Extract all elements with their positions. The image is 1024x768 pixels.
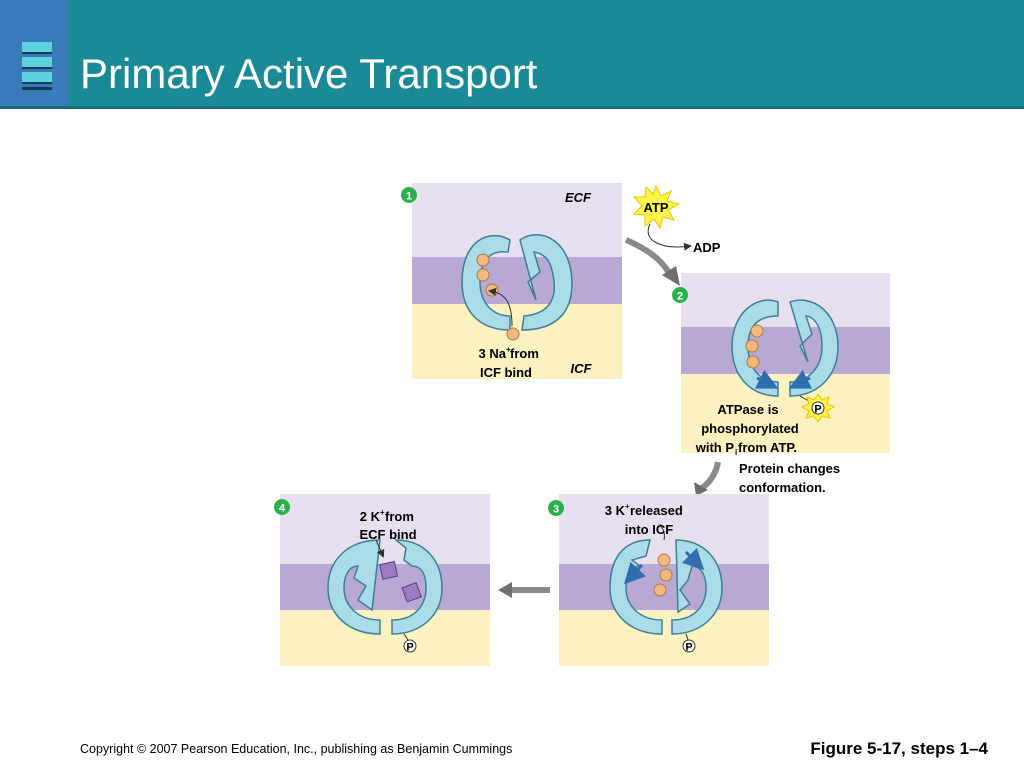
step-1-panel xyxy=(412,183,622,379)
step-2-note-b: conformation. xyxy=(739,480,826,495)
step-2-caption-b: phosphorylated xyxy=(701,421,799,436)
step-3-caption-sup: + xyxy=(625,502,630,511)
potassium-ion xyxy=(379,560,399,580)
phosphate-burst-icon: P xyxy=(800,393,836,423)
step-2-panel xyxy=(681,273,890,453)
sodium-ion xyxy=(653,583,667,597)
step-3-caption-b: released xyxy=(630,503,683,518)
sodium-ion xyxy=(746,355,760,369)
sodium-ion xyxy=(476,253,490,267)
svg-text:ATP: ATP xyxy=(643,200,668,215)
potassium-ion xyxy=(401,582,422,603)
step-4-caption-c: ECF bind xyxy=(359,527,416,542)
adp-label: ADP xyxy=(693,240,721,255)
svg-text:2: 2 xyxy=(677,291,683,303)
step-1-caption-c: ICF bind xyxy=(480,365,532,380)
step-2-caption-a: ATPase is xyxy=(717,402,778,417)
step-2-caption-c: with P xyxy=(695,440,735,455)
svg-text:1: 1 xyxy=(406,191,412,203)
step-1-caption-sup: + xyxy=(506,345,511,354)
step-4-badge: 4 xyxy=(274,499,290,515)
title-band xyxy=(0,0,1024,106)
step-1-badge: 1 xyxy=(401,187,417,203)
step-3-panel: P xyxy=(559,494,769,666)
step-2-caption-sub: i xyxy=(735,448,737,457)
sodium-ion xyxy=(657,553,671,567)
pump-protein-right xyxy=(519,234,573,331)
step-2-badge: 2 xyxy=(672,287,688,303)
step-2-note-a: Protein changes xyxy=(739,461,840,476)
svg-text:4: 4 xyxy=(279,503,286,515)
step-3-badge: 3 xyxy=(548,500,564,516)
step-2-to-3-arrow xyxy=(700,461,721,491)
icf-label: ICF xyxy=(571,361,593,376)
svg-text:3: 3 xyxy=(553,504,559,516)
phosphate-label: P xyxy=(685,642,692,654)
atp-burst-icon: ATP xyxy=(632,184,681,230)
page-title: Primary Active Transport xyxy=(80,50,538,97)
sodium-ion xyxy=(506,327,520,341)
figure-reference: Figure 5-17, steps 1–4 xyxy=(810,739,988,758)
title-band-rule xyxy=(0,106,1024,109)
step-3-caption-a: 3 K xyxy=(605,503,626,518)
step-3-caption-c: into ICF xyxy=(625,522,673,537)
step-4-caption-a: 2 K xyxy=(360,509,381,524)
step-2-caption-d: from ATP. xyxy=(738,440,797,455)
step-1-caption-a: 3 Na xyxy=(479,346,507,361)
sodium-ion xyxy=(476,268,490,282)
sodium-ion xyxy=(745,339,759,353)
ecf-label: ECF xyxy=(565,190,592,205)
phosphate-label: P xyxy=(406,642,413,654)
step-1-caption-b: from xyxy=(510,346,539,361)
copyright-notice: Copyright © 2007 Pearson Education, Inc.… xyxy=(80,742,513,756)
step-4-caption-sup: + xyxy=(380,508,385,517)
svg-text:P: P xyxy=(814,404,821,416)
sodium-ion xyxy=(750,324,764,338)
sodium-ion xyxy=(485,283,499,297)
step-4-caption-b: from xyxy=(385,509,414,524)
step-4-panel: P xyxy=(280,494,490,666)
sodium-ion xyxy=(659,568,673,582)
atp-to-adp-arrow xyxy=(647,223,692,251)
